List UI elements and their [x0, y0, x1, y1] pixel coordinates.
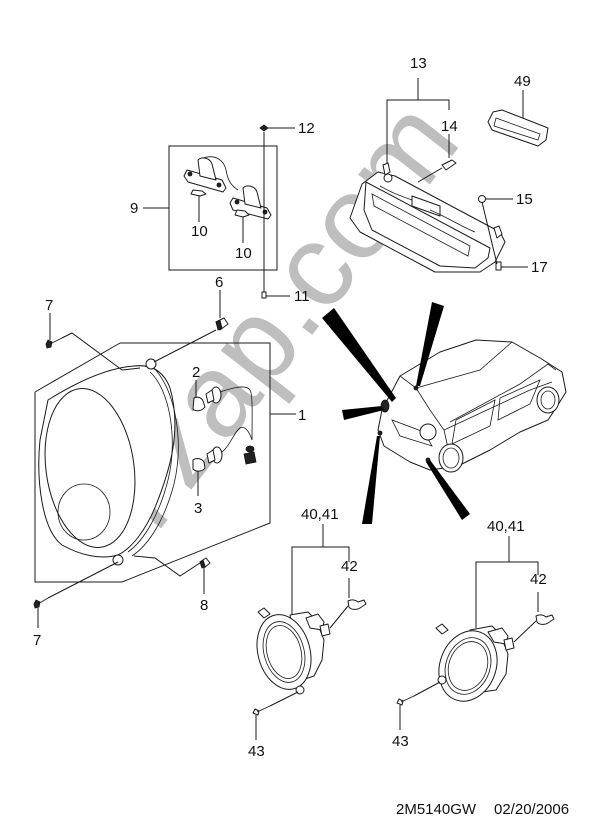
callout-7-upper[interactable]: 7 — [45, 297, 53, 314]
fog-lamp-left-group — [249, 524, 367, 740]
fog-lamp-bulb-right[interactable] — [535, 614, 555, 625]
diagram-code: 2M5140GW — [396, 801, 477, 818]
callout-10-right[interactable]: 10 — [235, 245, 252, 262]
license-lamp-group — [143, 124, 295, 299]
callout-11[interactable]: 11 — [294, 288, 310, 305]
rear-lamp-box — [34, 342, 271, 583]
fog-lamp-screw-right[interactable] — [396, 695, 415, 706]
callout-15[interactable]: 15 — [516, 191, 533, 208]
callout-8[interactable]: 8 — [200, 597, 208, 614]
bulb-lower[interactable] — [192, 458, 206, 472]
callout-40-41-left[interactable]: 40,41 — [301, 506, 339, 523]
stop-lamp-nut[interactable] — [478, 195, 486, 203]
callout-12[interactable]: 12 — [298, 120, 315, 137]
pointer-stop-lamp — [416, 302, 444, 386]
diagram-date: 02/20/2006 — [494, 801, 569, 818]
pointer-fog-lamp-left — [362, 436, 380, 524]
location-pointers — [322, 302, 470, 524]
callout-17[interactable]: 17 — [531, 259, 548, 276]
callout-7-lower[interactable]: 7 — [33, 632, 41, 649]
callout-42-left[interactable]: 42 — [341, 558, 358, 575]
callout-14[interactable]: 14 — [441, 118, 458, 135]
callout-40-41-right[interactable]: 40,41 — [487, 518, 525, 535]
bolt-upper[interactable] — [45, 337, 63, 349]
callout-49[interactable]: 49 — [514, 73, 531, 90]
stop-lamp-bulb[interactable] — [441, 159, 457, 171]
pointer-license-lamp — [322, 308, 396, 402]
callout-42-right[interactable]: 42 — [530, 571, 547, 588]
clip-top[interactable] — [259, 124, 269, 132]
fog-lamp-bulb-left[interactable] — [347, 599, 367, 610]
callout-labels: 1 2 3 6 7 7 8 9 10 10 11 12 13 14 15 17 … — [33, 55, 548, 760]
bulb-upper[interactable] — [192, 396, 206, 412]
callout-9[interactable]: 9 — [130, 200, 138, 217]
callout-1[interactable]: 1 — [298, 407, 306, 424]
clip-nut-top[interactable] — [215, 317, 229, 331]
bulb-socket-lower[interactable] — [206, 427, 257, 465]
license-lamp-right[interactable] — [229, 185, 272, 220]
fog-lamp-screw-left[interactable] — [252, 705, 271, 716]
callout-2[interactable]: 2 — [192, 364, 200, 381]
license-bulb-right[interactable] — [234, 209, 250, 218]
screw-bottom[interactable] — [261, 291, 267, 299]
clip-nut-bottom[interactable] — [199, 557, 211, 569]
stop-lamp-screw[interactable] — [495, 261, 502, 271]
pointer-rear-lamp — [342, 406, 384, 420]
rear-lamp-housing[interactable] — [35, 358, 179, 566]
stop-lamp-lens[interactable] — [487, 109, 549, 147]
callout-6[interactable]: 6 — [215, 274, 223, 291]
rear-lamp-group — [33, 290, 296, 628]
pointer-fog-lamp-right — [426, 460, 470, 520]
callout-13[interactable]: 13 — [410, 55, 427, 72]
callout-43-left[interactable]: 43 — [248, 743, 265, 760]
bulb-socket-upper[interactable] — [205, 386, 253, 441]
fog-lamp-right-group — [396, 536, 555, 730]
fog-lamp-left[interactable] — [249, 607, 331, 695]
callout-10-left[interactable]: 10 — [191, 223, 208, 240]
car-illustration — [377, 339, 567, 473]
footer: 2M5140GW 02/20/2006 — [396, 801, 569, 818]
fog-lamp-right[interactable] — [429, 623, 515, 710]
license-lamp-left[interactable] — [183, 157, 227, 193]
license-bulb-left[interactable] — [190, 189, 207, 197]
bolt-lower[interactable] — [33, 597, 49, 609]
callout-3[interactable]: 3 — [194, 500, 202, 517]
license-lamp-wire — [202, 156, 239, 191]
callout-43-right[interactable]: 43 — [392, 733, 409, 750]
high-mount-stop-lamp-group — [349, 78, 549, 273]
high-mount-stop-lamp[interactable] — [349, 162, 506, 273]
